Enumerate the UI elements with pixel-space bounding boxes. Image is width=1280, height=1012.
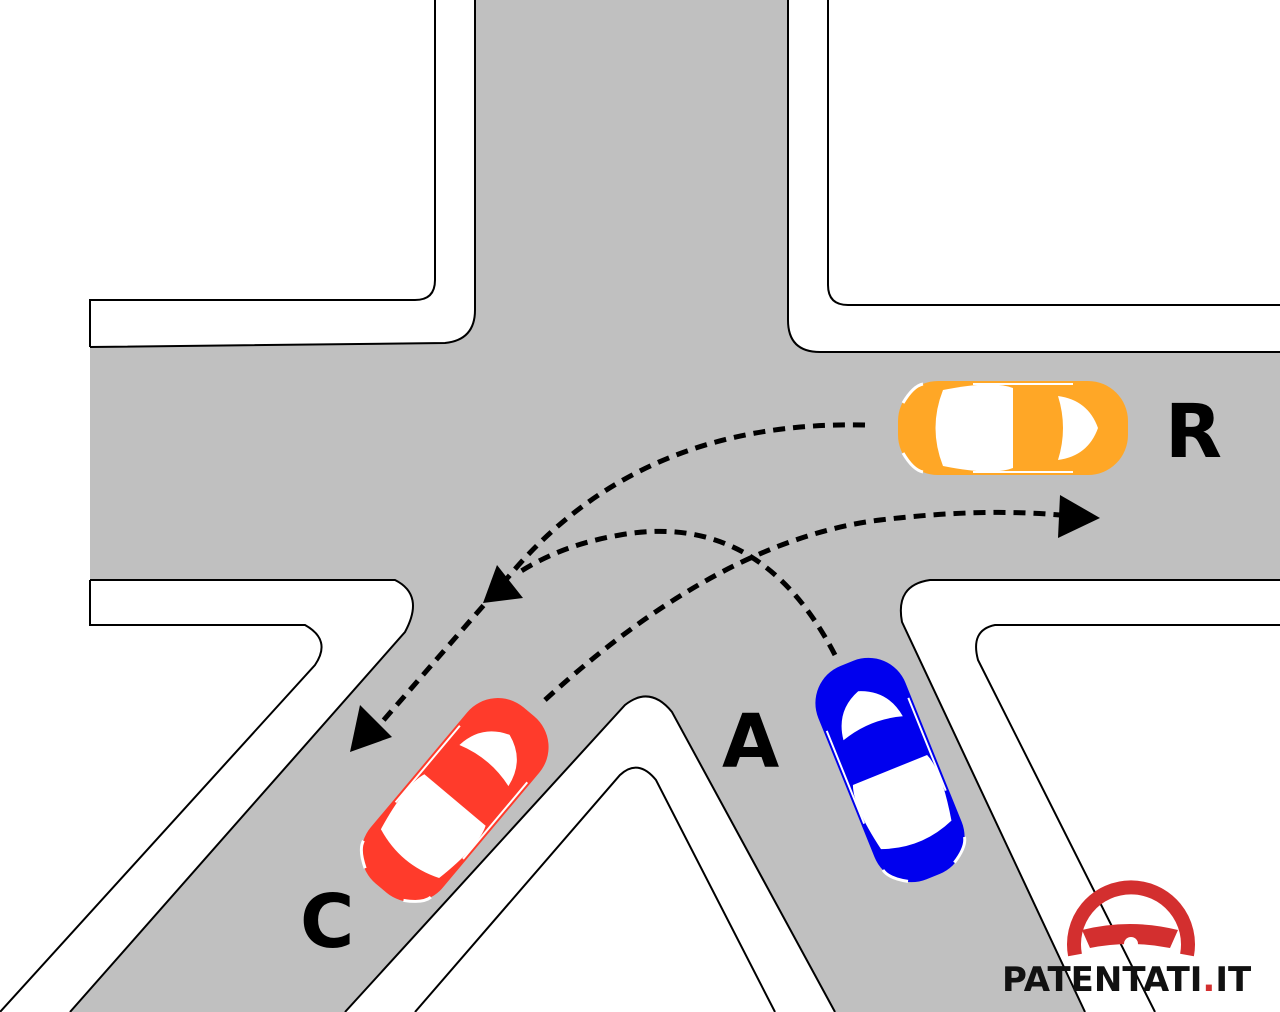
logo-dot: . bbox=[1202, 960, 1215, 1000]
car-r-orange bbox=[898, 381, 1128, 475]
logo-name: PATENTATI bbox=[1002, 960, 1202, 1000]
label-r: R bbox=[1165, 395, 1222, 469]
road-surface bbox=[70, 0, 1280, 1012]
logo-text: PATENTATI.IT bbox=[1002, 960, 1251, 1000]
steering-wheel-logo-icon bbox=[1074, 887, 1188, 955]
logo-tld: IT bbox=[1215, 960, 1251, 1000]
label-a: A bbox=[722, 705, 779, 779]
label-c: C bbox=[300, 885, 354, 959]
